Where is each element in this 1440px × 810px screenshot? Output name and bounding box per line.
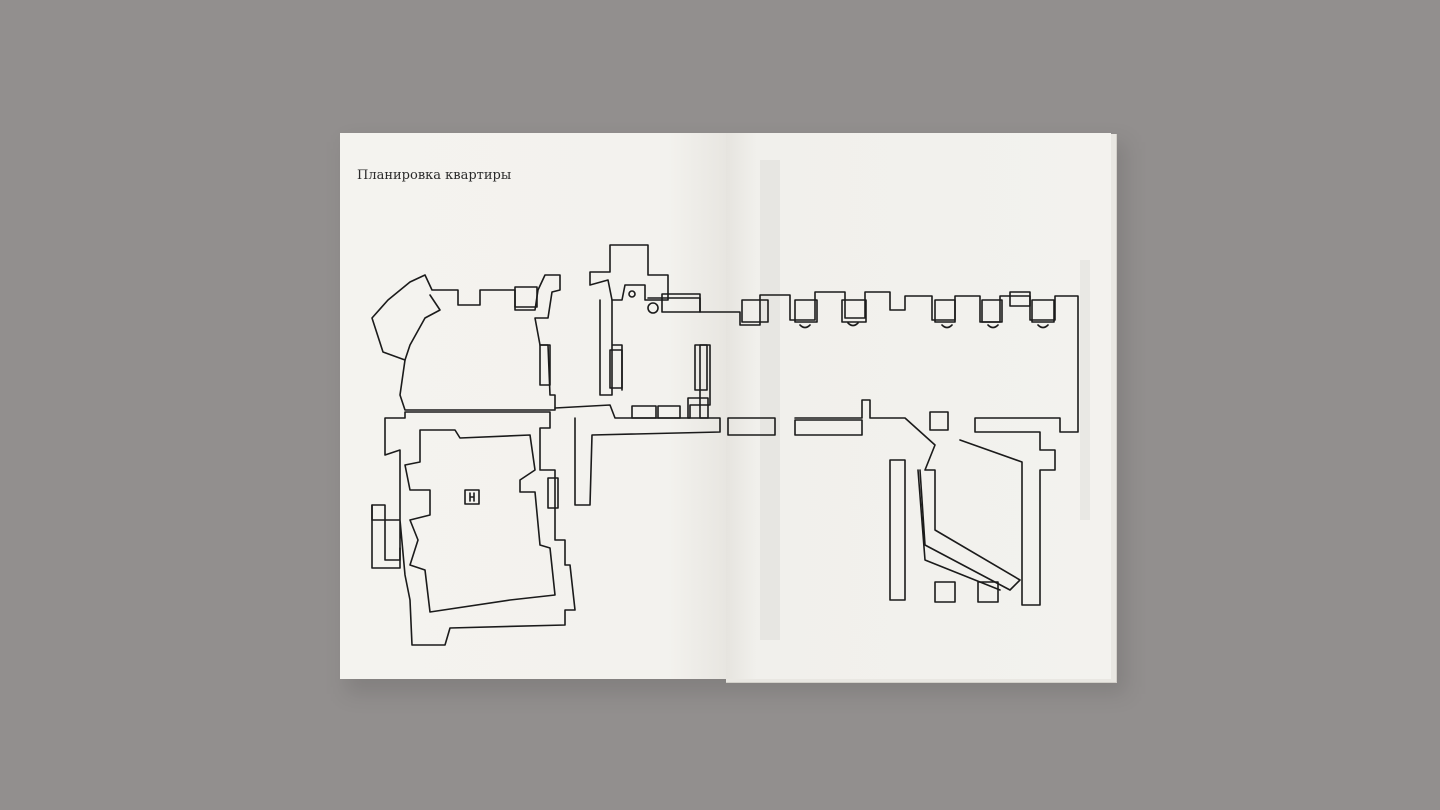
- window-bay: [514, 286, 538, 308]
- west-wing-walls: [371, 274, 561, 411]
- main-room-inner: [404, 429, 556, 613]
- fireplace-inner: [469, 492, 475, 502]
- main-room-walls: [371, 411, 576, 646]
- window-bay: [977, 581, 999, 603]
- right-page: [726, 133, 1111, 679]
- radiator-marks: [799, 322, 1049, 329]
- central-room-walls: [599, 299, 623, 396]
- column-icon: [628, 290, 636, 298]
- window-bay: [547, 477, 559, 509]
- window-bay: [929, 411, 949, 431]
- south-bay: [371, 504, 401, 569]
- left-top-room-wall: [404, 294, 441, 361]
- window-bay: [609, 349, 623, 389]
- window-bay: [741, 299, 769, 323]
- window-bay: [794, 299, 818, 323]
- window-bay: [539, 344, 551, 386]
- corridor-right-segment: [727, 417, 863, 436]
- fireplace-icon: [464, 489, 480, 505]
- window-bay: [841, 299, 867, 323]
- window-bay: [694, 344, 708, 391]
- central-tower: [589, 244, 669, 301]
- column-icon: [647, 302, 659, 314]
- window-bay: [934, 299, 956, 323]
- window-bay: [1009, 291, 1031, 307]
- window-bay: [657, 405, 681, 419]
- window-bay: [934, 581, 956, 603]
- page-title: Планировка квартиры: [357, 168, 512, 183]
- east-inner-wall: [889, 459, 1001, 601]
- east-corridor: [794, 399, 1021, 591]
- top-right-wall: [647, 291, 1079, 606]
- window-bay: [631, 405, 657, 419]
- window-bay: [661, 293, 701, 313]
- hatched-walls: [390, 276, 1078, 612]
- window-bay: [1031, 299, 1055, 323]
- window-bay: [687, 397, 709, 419]
- window-bay: [981, 299, 1003, 323]
